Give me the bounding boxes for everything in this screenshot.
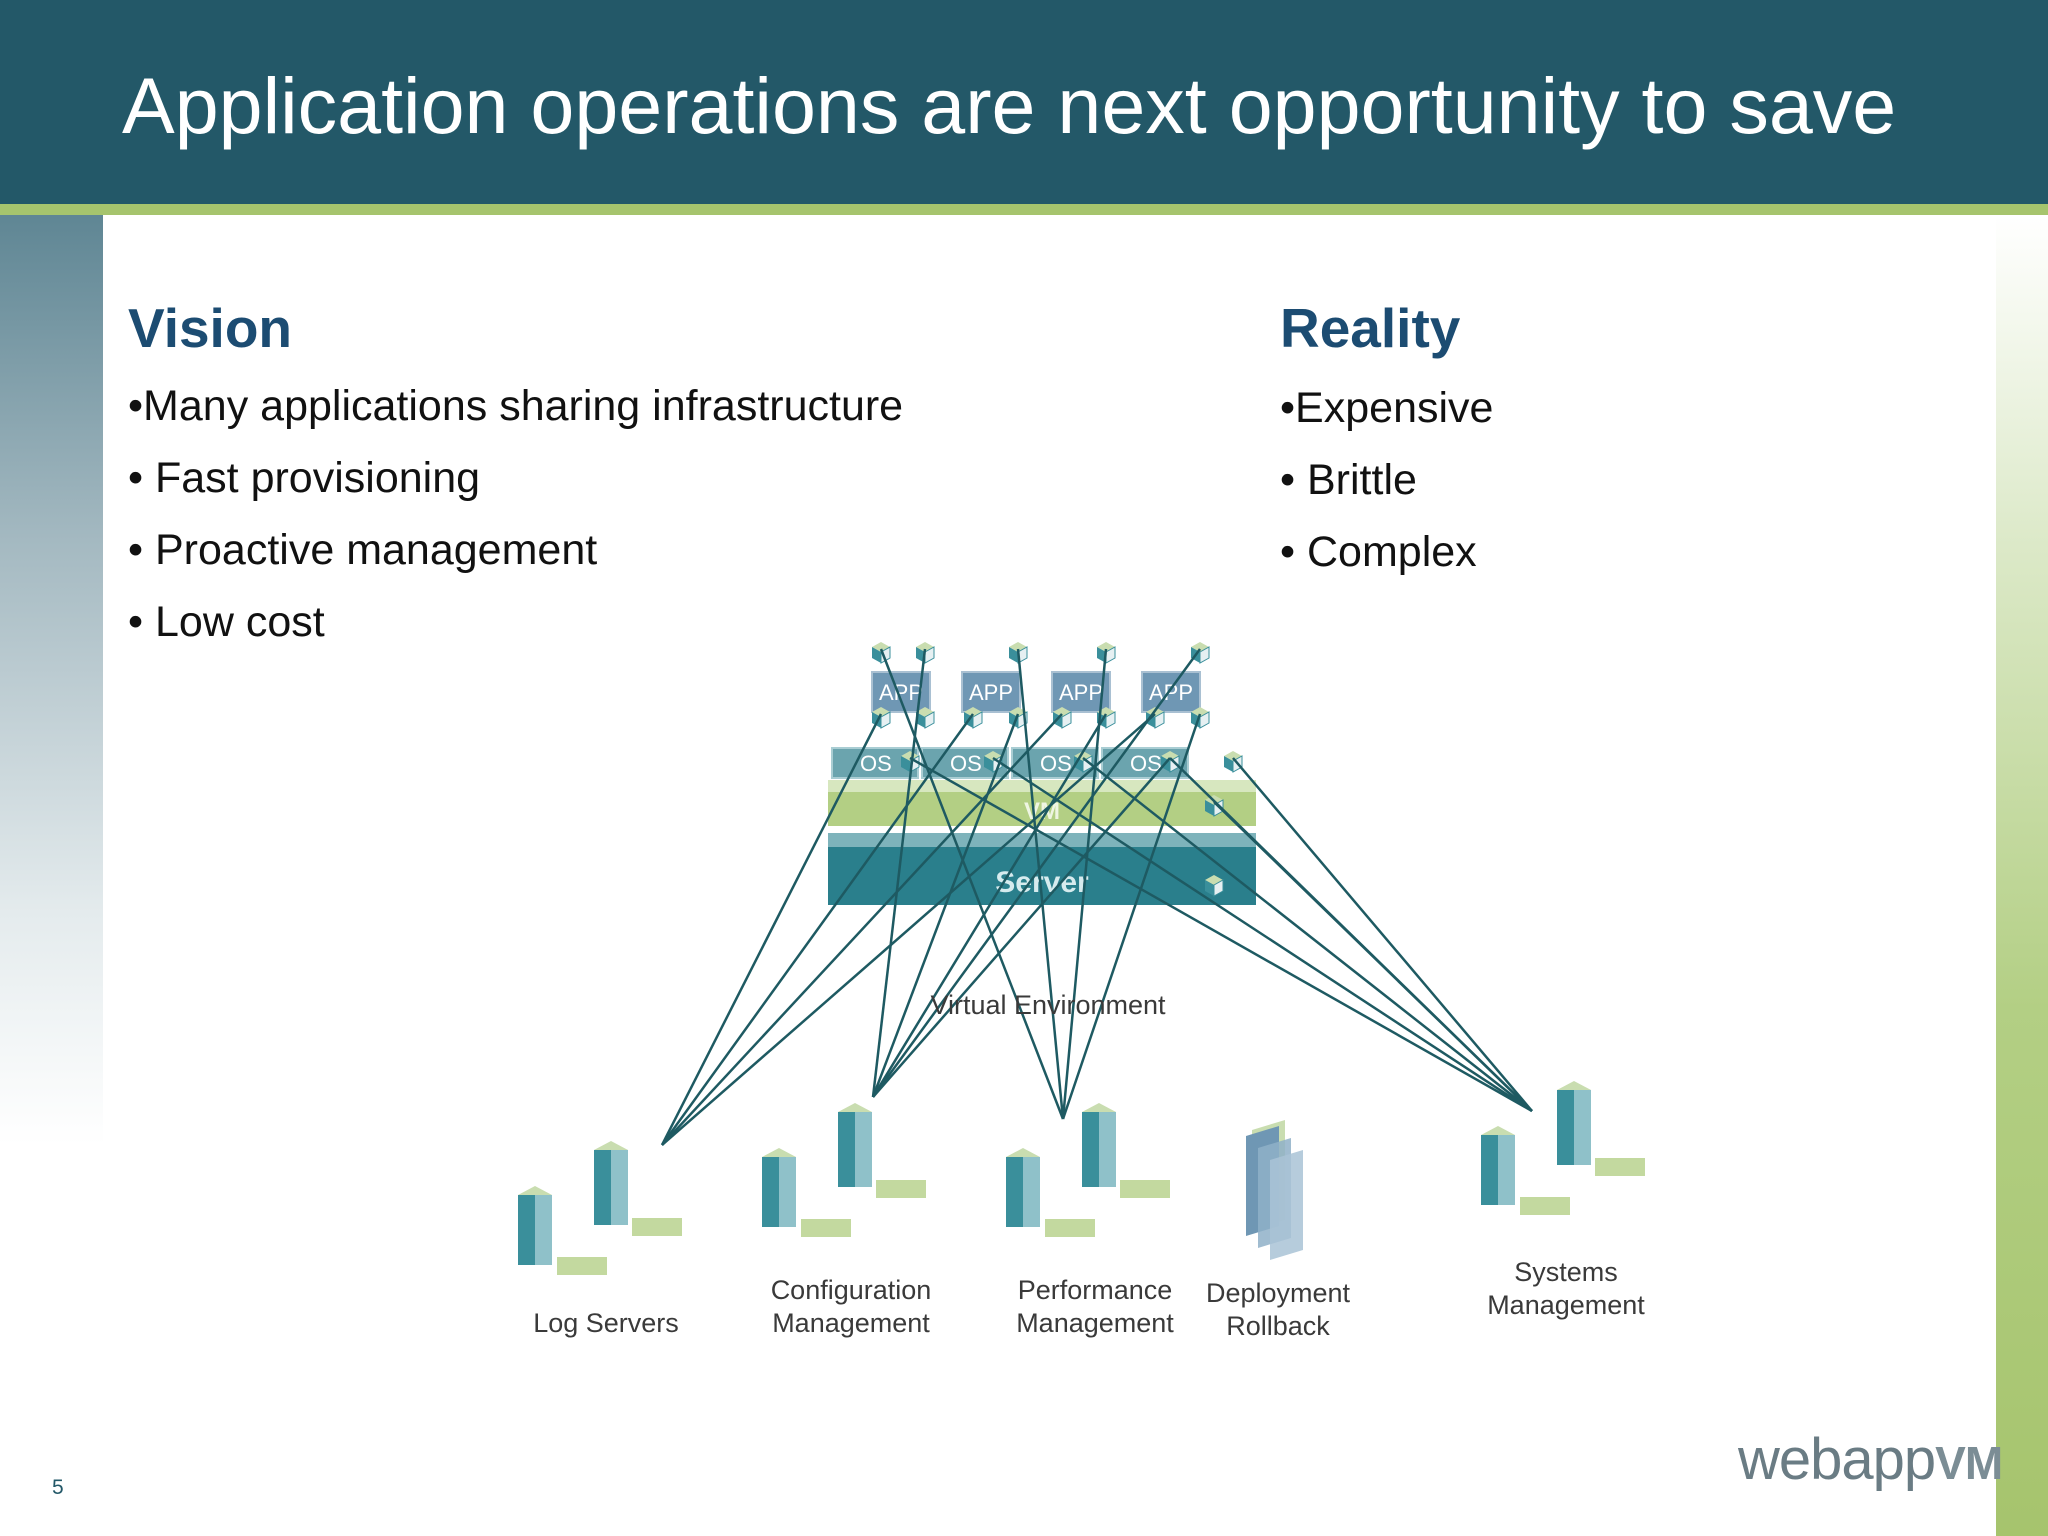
configuration-management-cluster bbox=[762, 1103, 926, 1237]
os-label: OS bbox=[950, 751, 982, 776]
vision-bullet: •Many applications sharing infrastructur… bbox=[128, 370, 903, 442]
virtual-stack: Server VM OS OS OS OS APP APP bbox=[828, 672, 1256, 905]
os-label: OS bbox=[860, 751, 892, 776]
reality-bullet: •Expensive bbox=[1280, 372, 1493, 444]
deployment-rollback-label: Deployment bbox=[1206, 1278, 1351, 1308]
os-label: OS bbox=[1040, 751, 1072, 776]
app-block: APP bbox=[962, 672, 1020, 712]
left-gradient-band bbox=[0, 215, 103, 1145]
log-servers-label: Log Servers bbox=[533, 1308, 679, 1338]
app-label: APP bbox=[1149, 680, 1193, 705]
performance-management-cluster bbox=[1006, 1103, 1170, 1237]
reality-heading: Reality bbox=[1280, 296, 1460, 360]
systems-management-label: Systems bbox=[1514, 1257, 1618, 1287]
configuration-management-label: Configuration bbox=[771, 1275, 932, 1305]
reality-bullet: • Brittle bbox=[1280, 444, 1493, 516]
configuration-management-label: Management bbox=[772, 1308, 930, 1338]
systems-management-cluster bbox=[1481, 1081, 1645, 1215]
reality-bullet: • Complex bbox=[1280, 516, 1493, 588]
right-gradient-band bbox=[1996, 215, 2048, 1536]
virtualization-diagram: Server VM OS OS OS OS APP APP bbox=[500, 620, 1700, 1350]
logo-suffix: VM bbox=[1935, 1437, 2002, 1489]
app-label: APP bbox=[1059, 680, 1103, 705]
slide-title: Application operations are next opportun… bbox=[122, 60, 1896, 152]
performance-management-label: Management bbox=[1016, 1308, 1174, 1338]
virtual-environment-caption: Virtual Environment bbox=[930, 990, 1166, 1020]
vision-bullet: • Fast provisioning bbox=[128, 442, 903, 514]
app-block: APP bbox=[1142, 672, 1200, 712]
slide-number: 5 bbox=[52, 1476, 64, 1500]
header-accent-stripe bbox=[0, 204, 2048, 215]
logo-text: webapp bbox=[1738, 1427, 1935, 1492]
vision-bullet-list: •Many applications sharing infrastructur… bbox=[128, 370, 903, 658]
vision-bullet: • Proactive management bbox=[128, 514, 903, 586]
performance-management-label: Performance bbox=[1018, 1275, 1173, 1305]
log-servers-cluster bbox=[518, 1141, 682, 1275]
deployment-rollback-label: Rollback bbox=[1226, 1311, 1330, 1341]
systems-management-label: Management bbox=[1487, 1290, 1645, 1320]
title-bar: Application operations are next opportun… bbox=[0, 0, 2048, 204]
app-label: APP bbox=[969, 680, 1013, 705]
deployment-rollback-cluster bbox=[1246, 1120, 1303, 1260]
webappvm-logo: webappVM bbox=[1738, 1426, 2002, 1493]
reality-bullet-list: •Expensive • Brittle • Complex bbox=[1280, 372, 1493, 588]
vision-heading: Vision bbox=[128, 296, 292, 360]
